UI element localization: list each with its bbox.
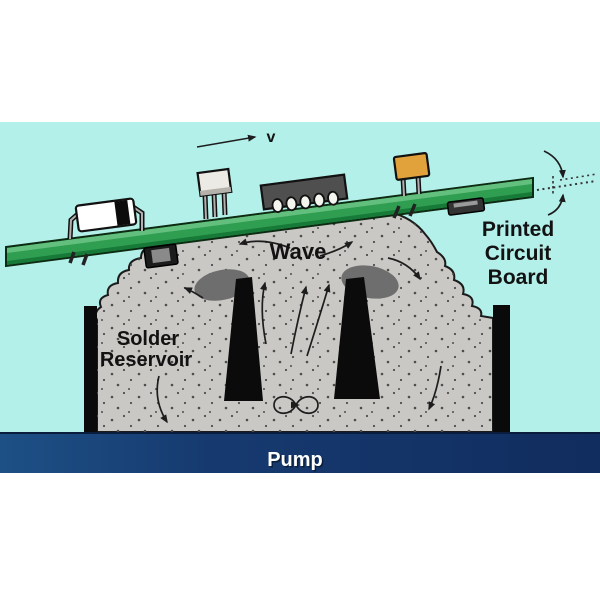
flow-arrows xyxy=(156,238,442,424)
pcb-label-line3: Board xyxy=(488,266,549,289)
pump-label-shadow: Pump xyxy=(269,451,325,473)
left-nozzle xyxy=(224,277,263,401)
smd-component-left xyxy=(143,243,179,269)
tilt-arrow-down xyxy=(543,150,566,179)
left-baffle-wall xyxy=(84,306,97,433)
downflow-left-arrow xyxy=(156,375,168,424)
board-exit-guides xyxy=(536,173,598,194)
capacitor-component xyxy=(392,152,431,197)
pcb-label-line2: Circuit xyxy=(485,242,552,265)
pump-label: Pump xyxy=(267,449,323,471)
diode-component xyxy=(67,197,145,240)
wave-left-arrow xyxy=(238,238,291,249)
smd-component-right xyxy=(446,197,486,216)
downflow-right-arrow xyxy=(428,365,442,411)
solder-stipple-texture xyxy=(95,212,494,432)
wave-right-arrow xyxy=(319,241,354,257)
right-nozzle xyxy=(334,277,380,399)
conveyor-velocity-arrow xyxy=(196,134,257,148)
clinched-leads-capacitor xyxy=(392,203,417,219)
pcb-label-line1: Printed xyxy=(482,218,554,241)
board-path-dotted-line-2 xyxy=(559,173,598,181)
infinity-symbol xyxy=(273,395,319,415)
right-baffle-wall xyxy=(493,305,510,433)
clinched-leads-diode xyxy=(68,251,89,266)
pump-band xyxy=(0,432,600,473)
transistor-component xyxy=(196,167,233,220)
spill-left-arrow xyxy=(183,287,204,299)
upflow-arrow-right xyxy=(306,283,331,357)
spill-right-arrow xyxy=(387,257,421,281)
board-path-dotted-line xyxy=(536,180,597,191)
upflow-arrow-left xyxy=(259,281,267,345)
reservoir-label-line2: Reservoir xyxy=(100,349,192,371)
tilt-arrow-up xyxy=(547,193,566,216)
wave-label: Wave xyxy=(270,239,327,264)
pcb-board xyxy=(5,176,534,268)
sip-ic-component xyxy=(259,173,349,213)
reservoir-label-line1: Solder xyxy=(117,328,179,350)
upflow-arrow-middle xyxy=(290,285,308,355)
velocity-label: v xyxy=(267,129,276,146)
